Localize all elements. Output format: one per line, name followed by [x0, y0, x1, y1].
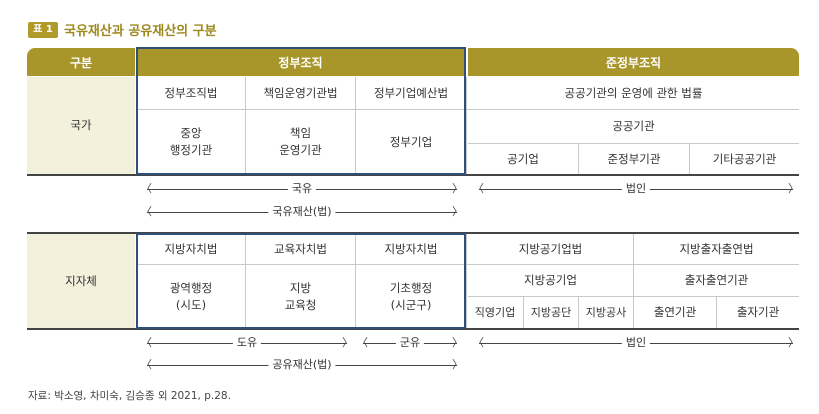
- source-note: 자료: 박소영, 차미숙, 김승종 외 2021, p.28.: [28, 390, 231, 402]
- header-gubun: 구분: [27, 48, 135, 76]
- local-basic-admin: 기초행정 (시군구): [389, 280, 433, 312]
- local-government-highlight-box: [136, 233, 466, 329]
- national-central-admin: 중앙 행정기관: [169, 126, 213, 157]
- local-metropolitan-admin: 광역행정 (시도): [169, 280, 213, 312]
- public-type-other: 기타공공기관: [712, 151, 777, 166]
- national-law-public-institutions: 공공기관의 운영에 관한 법률: [564, 85, 703, 100]
- local-law-local-enterprise: 지방공기업법: [518, 241, 583, 256]
- national-law-responsible-agency: 책임운영기관법: [263, 85, 338, 100]
- local-enterprise: 지방공기업: [524, 273, 577, 287]
- table-title: 국유재산과 공유재산의 구분: [64, 24, 217, 39]
- local-education-office: 지방 교육청: [284, 280, 317, 312]
- public-type-enterprise: 공기업: [507, 151, 539, 166]
- arrow-beopin-local: 〈〉 법인: [473, 336, 799, 350]
- local-law-local-autonomy-1: 지방자치법: [164, 241, 218, 256]
- national-public-agencies: 공공기관: [612, 119, 655, 133]
- government-org-highlight-box: [136, 47, 466, 175]
- local-law-contribution: 지방출자출연법: [679, 241, 754, 256]
- national-responsible-agency: 책임 운영기관: [279, 126, 322, 157]
- enterprise-type-corporation: 지방공단: [530, 306, 572, 319]
- local-law-local-autonomy-2: 지방자치법: [384, 241, 438, 256]
- local-contrib-agency: 출자출연기관: [684, 273, 749, 287]
- header-government-org: 정부조직: [137, 48, 464, 76]
- local-law-education-autonomy: 교육자치법: [274, 241, 327, 256]
- table-number-badge: 표 1: [28, 22, 58, 38]
- arrow-label-gongyu-jaesan: 공유재산(법): [268, 358, 336, 372]
- enterprise-type-public-company: 지방공사: [585, 306, 627, 319]
- arrow-label-beopin-national: 법인: [621, 182, 651, 196]
- arrow-label-beopin-local: 법인: [621, 336, 651, 350]
- header-quasi-government-org: 준정부조직: [468, 48, 799, 76]
- contrib-type-investment: 출자기관: [736, 305, 780, 319]
- contrib-type-donation: 출연기관: [653, 305, 697, 319]
- national-law-gov-enterprise-budget: 정부기업예산법: [373, 85, 449, 100]
- arrow-gongyu-jaesan: 〈〉 공유재산(법): [141, 358, 463, 372]
- arrow-gunyu: 〈〉 군유: [357, 336, 463, 350]
- arrow-label-gukyu-jaesan: 국유재산(법): [268, 205, 336, 219]
- enterprise-type-direct: 직영기업: [474, 306, 516, 319]
- arrow-label-gukyu: 국유: [287, 182, 317, 196]
- row-label-local: 지자체: [27, 234, 135, 328]
- row-label-national: 국가: [27, 77, 135, 174]
- arrow-label-doyu: 도유: [232, 336, 262, 350]
- arrow-gukyu-jaesan: 〈〉 국유재산(법): [141, 205, 463, 219]
- public-type-quasi-gov: 준정부기관: [607, 151, 661, 166]
- arrow-doyu: 〈〉 도유: [141, 336, 353, 350]
- arrow-label-gunyu: 군유: [395, 336, 425, 350]
- national-gov-enterprise: 정부기업: [389, 134, 433, 149]
- national-law-gov-org: 정부조직법: [164, 85, 218, 100]
- arrow-beopin-national: 〈〉 법인: [473, 182, 799, 196]
- arrow-gukyu: 〈〉 국유: [141, 182, 463, 196]
